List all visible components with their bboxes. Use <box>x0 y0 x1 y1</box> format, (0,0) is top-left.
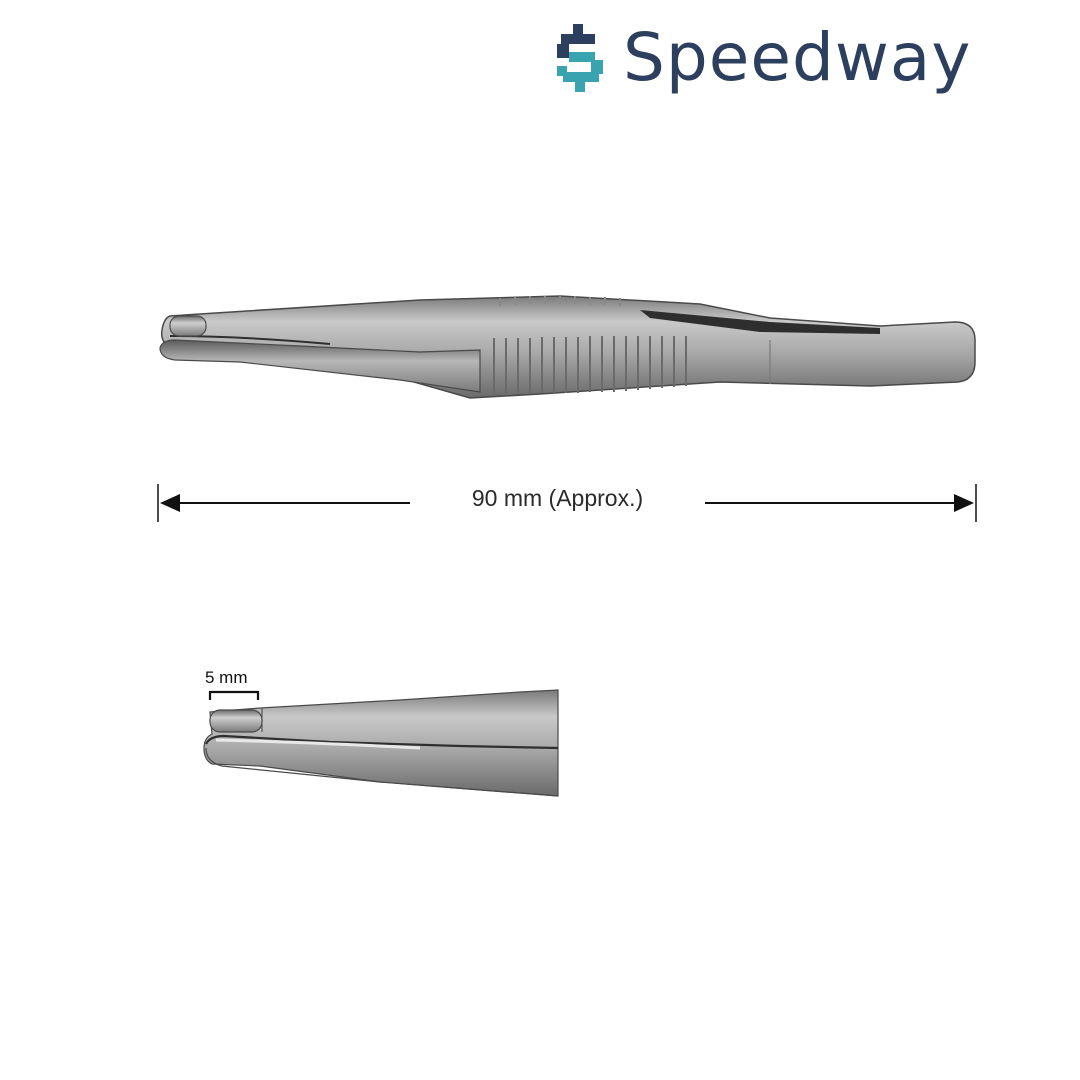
dimension-line <box>157 484 977 522</box>
forceps-full-view <box>159 295 976 399</box>
scale-bracket <box>208 690 260 700</box>
tip-detail-view <box>203 689 559 797</box>
left-arrowhead <box>160 494 180 512</box>
brand-name: Speedway <box>623 19 972 96</box>
speedway-logo: Speedway <box>557 22 1057 94</box>
tip-size-label: 5 mm <box>205 668 248 687</box>
speedway-s-logo-icon <box>557 24 603 92</box>
grip-serrations <box>493 336 687 394</box>
right-arrowhead <box>954 494 974 512</box>
length-dimension-label: 90 mm (Approx.) <box>471 485 644 511</box>
